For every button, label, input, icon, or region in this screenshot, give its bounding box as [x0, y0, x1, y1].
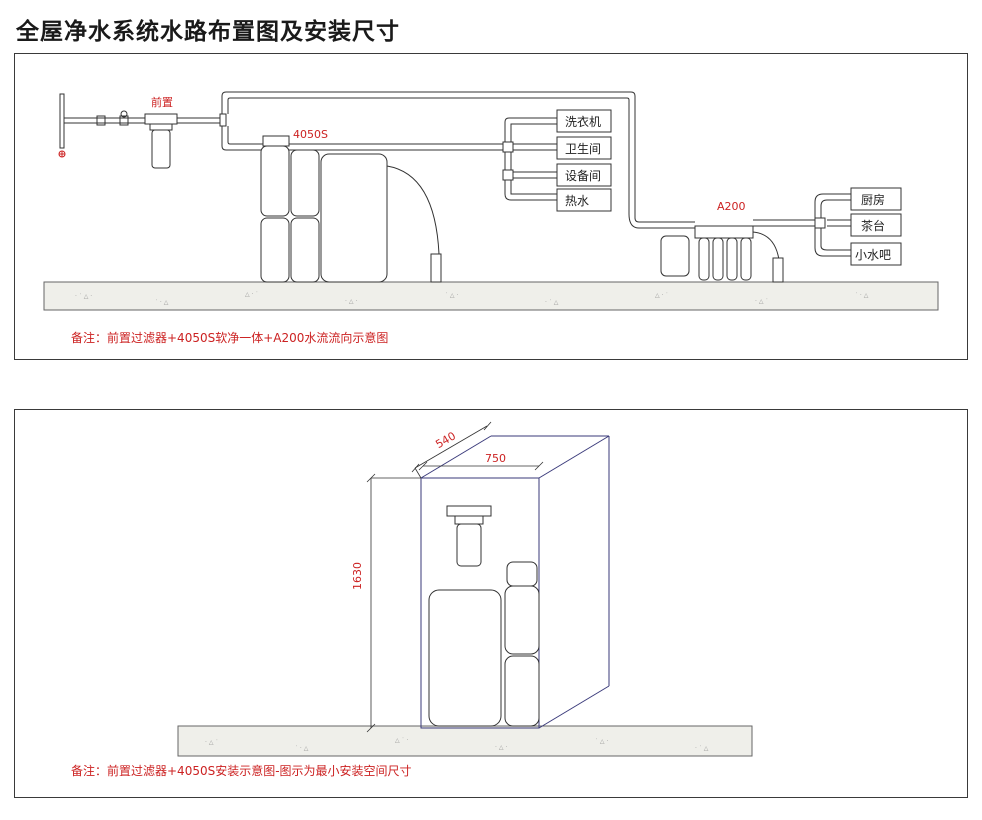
prefilter-unit — [144, 113, 178, 169]
outlet-label-washer: 洗衣机 — [565, 114, 601, 129]
install-ground-slab — [177, 725, 753, 757]
installation-diagram-svg: · △ ˙˙ · △△ ˙ · · △ ·˙ △ ·· ˙ △ 54 — [177, 421, 753, 757]
outlet-box-hot-water — [556, 188, 612, 212]
cabinet-box — [420, 435, 610, 729]
svg-text:· ˙ △: · ˙ △ — [695, 745, 709, 752]
svg-text:˙ △ ·: ˙ △ · — [595, 738, 608, 745]
flow-diagram-panel: · ˙ △ · ˙ · △ △ · ˙ · △ · ˙ △ · · ˙ △ △ · ˙ ·… — [14, 53, 968, 360]
ground-texture: · ˙ △ · ˙ · △ △ · ˙ · △ · ˙ △ · · ˙ △ △ · ˙ ·… — [75, 291, 869, 306]
outlets-left: 洗衣机 卫生间 设备间 热水 — [556, 109, 612, 212]
install-brine-tank — [428, 589, 502, 727]
ground-slab — [43, 281, 939, 311]
dimension-depth-label: 540 — [433, 429, 458, 451]
installation-diagram-note: 备注：前置过滤器+4050S安装示意图-图示为最小安装空间尺寸 — [71, 764, 412, 778]
outlet-label-bathroom: 卫生间 — [565, 142, 601, 156]
svg-text:˙ · △: ˙ · △ — [855, 292, 869, 299]
outlet-box-washer — [556, 109, 612, 133]
left-manifold — [502, 117, 557, 201]
outlet-label-tea-table: 茶台 — [861, 218, 885, 233]
svg-text:· △ ˙: · △ ˙ — [205, 739, 218, 746]
softener-label: 4050S — [293, 128, 328, 141]
outlet-label-kitchen: 厨房 — [861, 192, 885, 207]
flow-diagram-svg: · ˙ △ · ˙ · △ △ · ˙ · △ · ˙ △ · · ˙ △ △ · ˙ ·… — [43, 91, 939, 311]
purifier-unit — [660, 225, 784, 283]
inlet-pipe — [58, 93, 215, 158]
install-ground-texture: · △ ˙ ˙ · △ △ ˙ · · △ · ˙ △ · · ˙ △ — [205, 737, 709, 752]
svg-text:˙ · △: ˙ · △ — [155, 299, 169, 306]
dimension-height-label: 1630 — [351, 562, 364, 590]
install-resin-columns — [504, 561, 540, 727]
dimension-width-label: 750 — [485, 452, 506, 465]
outlet-box-tea-table — [850, 213, 902, 237]
dimension-lines — [366, 421, 544, 733]
outlet-box-kitchen — [850, 187, 902, 211]
svg-text:˙ · △: ˙ · △ — [295, 745, 309, 752]
svg-text:· ˙ △ ·: · ˙ △ · — [75, 293, 92, 300]
purifier-label: A200 — [717, 200, 746, 213]
svg-text:˙ △ ·: ˙ △ · — [445, 292, 458, 299]
svg-text:△ · ˙: △ · ˙ — [655, 292, 668, 299]
outlet-label-equipment-room: 设备间 — [565, 169, 601, 183]
outlet-label-hot-water: 热水 — [565, 194, 589, 208]
softener-unit — [260, 135, 442, 283]
prefilter-label: 前置 — [151, 95, 173, 109]
right-manifold — [753, 193, 851, 257]
outlets-right: 厨房 茶台 小水吧 — [850, 187, 902, 266]
svg-text:△ · ˙: △ · ˙ — [245, 291, 258, 298]
installation-diagram-panel: · △ ˙˙ · △△ ˙ · · △ ·˙ △ ·· ˙ △ 54 — [14, 409, 968, 798]
flow-diagram-note: 备注：前置过滤器+4050S软净一体+A200水流流向示意图 — [71, 331, 389, 345]
outlet-box-equipment-room — [556, 163, 612, 187]
svg-text:· ˙ △: · ˙ △ — [545, 299, 559, 306]
svg-text:· △ ·: · △ · — [495, 744, 507, 751]
svg-text:· △ ˙: · △ ˙ — [755, 298, 768, 305]
main-trunk-pipe — [177, 91, 695, 229]
page-title: 全屋净水系统水路布置图及安装尺寸 — [16, 19, 400, 45]
outlet-box-bathroom — [556, 136, 612, 160]
svg-text:· △ ·: · △ · — [345, 298, 357, 305]
install-prefilter — [446, 505, 492, 567]
outlet-box-water-bar — [850, 242, 902, 266]
outlet-label-water-bar: 小水吧 — [855, 248, 891, 262]
svg-text:△ ˙ ·: △ ˙ · — [395, 737, 408, 744]
